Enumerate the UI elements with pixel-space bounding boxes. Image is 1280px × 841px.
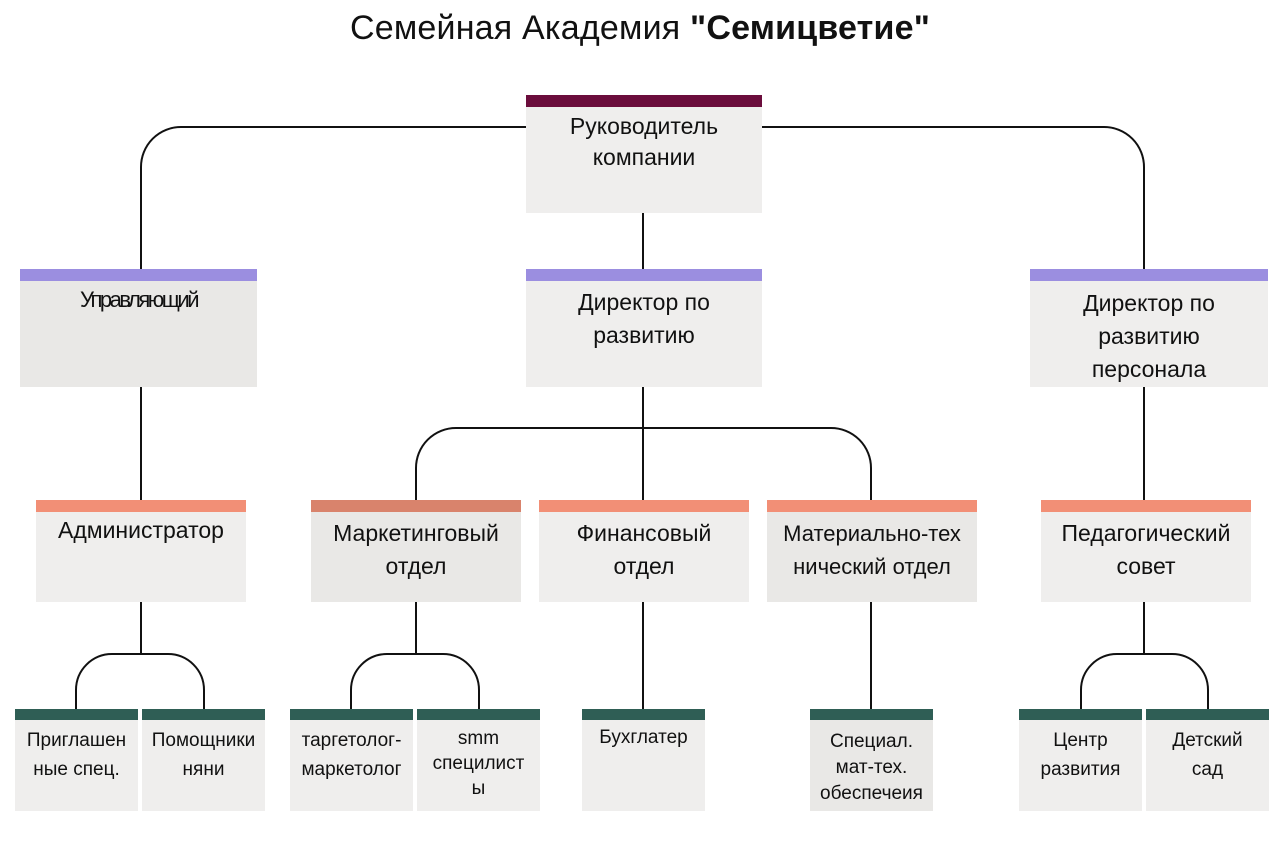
- node-targetolog[interactable]: таргетолог- маркетолог: [290, 709, 413, 811]
- node-label: Специал. мат-тех. обеспечеия: [820, 731, 923, 804]
- node-pedagogy[interactable]: Педагогический совет: [1041, 500, 1251, 602]
- node-invited[interactable]: Приглашен ные спец.: [15, 709, 138, 811]
- node-band: [526, 95, 762, 107]
- node-logistics[interactable]: Материально-тех нический отдел: [767, 500, 977, 602]
- node-band: [526, 269, 762, 281]
- node-band: [142, 709, 265, 720]
- node-label: smm специлист ы: [432, 728, 525, 799]
- node-band: [1019, 709, 1142, 720]
- node-smm[interactable]: smm специлист ы: [417, 709, 540, 811]
- node-dev-director[interactable]: Директор по развитию: [526, 269, 762, 387]
- connector-marketing-leaves: [350, 602, 480, 709]
- node-marketing[interactable]: Маркетинговый отдел: [311, 500, 521, 602]
- connector-dev-marketing: [415, 387, 644, 500]
- node-label: Управляющий: [80, 287, 199, 312]
- node-band: [582, 709, 705, 720]
- node-label: Директор по развитию: [578, 289, 710, 348]
- page-title-main: Семейная Академия: [349, 9, 691, 47]
- connector-pedagogy-leaves: [1080, 602, 1209, 709]
- node-label: Директор по развитию персонала: [1083, 290, 1215, 382]
- node-center[interactable]: Центр развития: [1019, 709, 1142, 811]
- node-label: Руководитель компании: [569, 113, 719, 170]
- node-ceo[interactable]: Руководитель компании: [526, 95, 762, 213]
- node-kindergarten[interactable]: Детский сад: [1146, 709, 1269, 811]
- node-label: Бухглатер: [599, 727, 688, 748]
- node-band: [810, 709, 933, 720]
- connector-ceo-hr: [762, 126, 1145, 269]
- node-band: [20, 269, 257, 281]
- node-label: Центр развития: [1040, 730, 1121, 780]
- node-band: [1041, 500, 1251, 512]
- connector-dev-logistics: [643, 427, 872, 500]
- node-band: [290, 709, 413, 720]
- node-label: таргетолог- маркетолог: [301, 730, 402, 780]
- node-specialist[interactable]: Специал. мат-тех. обеспечеия: [810, 709, 933, 811]
- node-label: Приглашен ные спец.: [26, 730, 127, 780]
- node-label: Маркетинговый отдел: [333, 520, 499, 579]
- node-band: [1146, 709, 1269, 720]
- node-label: Помощники няни: [151, 730, 256, 780]
- node-band: [1030, 269, 1268, 281]
- page-title-quoted: "Семицветие": [690, 9, 931, 47]
- node-band: [539, 500, 749, 512]
- node-label: Финансовый отдел: [576, 520, 712, 579]
- node-label: Детский сад: [1172, 730, 1243, 780]
- node-label: Материально-тех нический отдел: [783, 521, 961, 579]
- node-label: Педагогический совет: [1061, 520, 1231, 579]
- node-hr-director[interactable]: Директор по развитию персонала: [1030, 269, 1268, 387]
- node-manager[interactable]: Управляющий: [20, 269, 257, 387]
- node-band: [767, 500, 977, 512]
- connector-ceo-manager: [140, 126, 526, 269]
- page-title: Семейная Академия "Семицветие": [0, 8, 1280, 48]
- node-band: [15, 709, 138, 720]
- node-accountant[interactable]: Бухглатер: [582, 709, 705, 811]
- node-band: [311, 500, 521, 512]
- node-finance[interactable]: Финансовый отдел: [539, 500, 749, 602]
- node-band: [36, 500, 246, 512]
- node-label: Администратор: [58, 517, 224, 543]
- node-admin[interactable]: Администратор: [36, 500, 246, 602]
- node-band: [417, 709, 540, 720]
- node-nannies[interactable]: Помощники няни: [142, 709, 265, 811]
- connector-admin-leaves: [75, 602, 205, 709]
